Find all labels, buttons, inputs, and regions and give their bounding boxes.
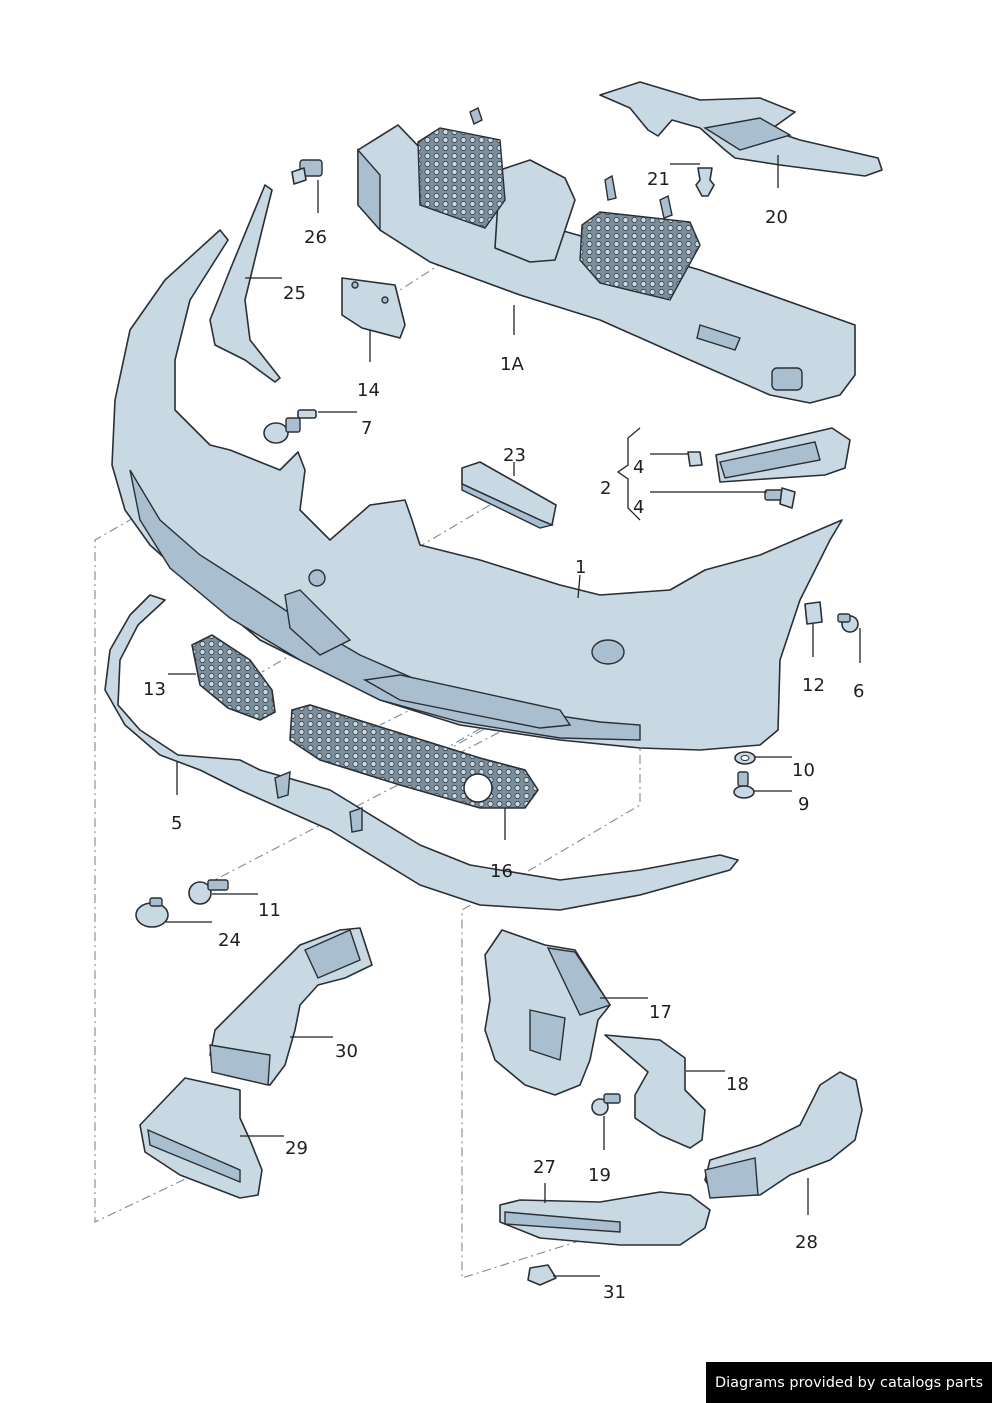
callout-labels: 1 1A 2 4 4 5 6 7 9 10 11 12 13 14 16 17 … xyxy=(143,169,864,1303)
part-25-side-guide xyxy=(209,184,281,383)
part-26-bolt xyxy=(291,159,323,185)
part-30-air-duct xyxy=(209,927,373,1086)
part-28-air-duct xyxy=(704,1071,863,1199)
callout-16: 16 xyxy=(490,861,513,882)
part-23-block xyxy=(461,461,557,529)
callout-21: 21 xyxy=(647,169,670,190)
callout-1: 1 xyxy=(575,557,586,578)
part-16-lower-grille xyxy=(289,704,539,809)
part-4-clip xyxy=(687,451,796,509)
callout-2: 2 xyxy=(600,478,611,499)
callout-10: 10 xyxy=(792,760,815,781)
callout-27: 27 xyxy=(533,1157,556,1178)
part-18-bracket xyxy=(604,1034,706,1149)
callout-7: 7 xyxy=(361,418,372,439)
part-11-screw xyxy=(188,879,229,905)
callout-1a: 1A xyxy=(500,354,524,375)
callout-14: 14 xyxy=(357,380,380,401)
part-24-cap xyxy=(135,897,169,928)
callout-5: 5 xyxy=(171,813,182,834)
callout-25: 25 xyxy=(283,283,306,304)
part-31-clip xyxy=(527,1264,557,1286)
callout-19: 19 xyxy=(588,1165,611,1186)
part-29-air-guide xyxy=(139,1077,263,1199)
part-21-clip xyxy=(695,167,715,197)
part-10-washer xyxy=(734,751,756,765)
part-1a-bumper-carrier xyxy=(357,107,856,404)
callout-31: 31 xyxy=(603,1282,626,1303)
callout-6: 6 xyxy=(853,681,864,702)
part-12-nut xyxy=(804,601,823,625)
credit-banner: Diagrams provided by catalogs parts xyxy=(706,1362,992,1403)
part-19-screw xyxy=(591,1093,621,1116)
callout-11: 11 xyxy=(258,900,281,921)
leader-lines xyxy=(166,155,861,1277)
callout-20: 20 xyxy=(765,207,788,228)
part-27-lower-duct xyxy=(499,1191,711,1246)
part-13-side-grille xyxy=(191,634,276,721)
part-20-upper-bracket xyxy=(599,81,883,177)
callout-9: 9 xyxy=(798,794,809,815)
part-6-screw xyxy=(837,613,859,633)
callout-13: 13 xyxy=(143,679,166,700)
callout-26: 26 xyxy=(304,227,327,248)
callout-4-lower: 4 xyxy=(633,497,644,518)
part-5-front-spoiler xyxy=(104,594,739,911)
callout-18: 18 xyxy=(726,1074,749,1095)
part-17-duct-housing xyxy=(484,929,612,1096)
credit-text: Diagrams provided by catalogs parts xyxy=(714,1374,984,1391)
part-2-side-bracket xyxy=(616,427,851,521)
part-14-mounting-plate xyxy=(341,277,406,339)
callout-17: 17 xyxy=(649,1002,672,1023)
callout-24: 24 xyxy=(218,930,241,951)
part-1-bumper-cover xyxy=(111,229,843,751)
callout-29: 29 xyxy=(285,1138,308,1159)
callout-30: 30 xyxy=(335,1041,358,1062)
part-9-bolt xyxy=(733,771,755,799)
part-7-bulb xyxy=(263,409,317,444)
callout-4-upper: 4 xyxy=(633,457,644,478)
callout-23: 23 xyxy=(503,445,526,466)
callout-12: 12 xyxy=(802,675,825,696)
callout-28: 28 xyxy=(795,1232,818,1253)
